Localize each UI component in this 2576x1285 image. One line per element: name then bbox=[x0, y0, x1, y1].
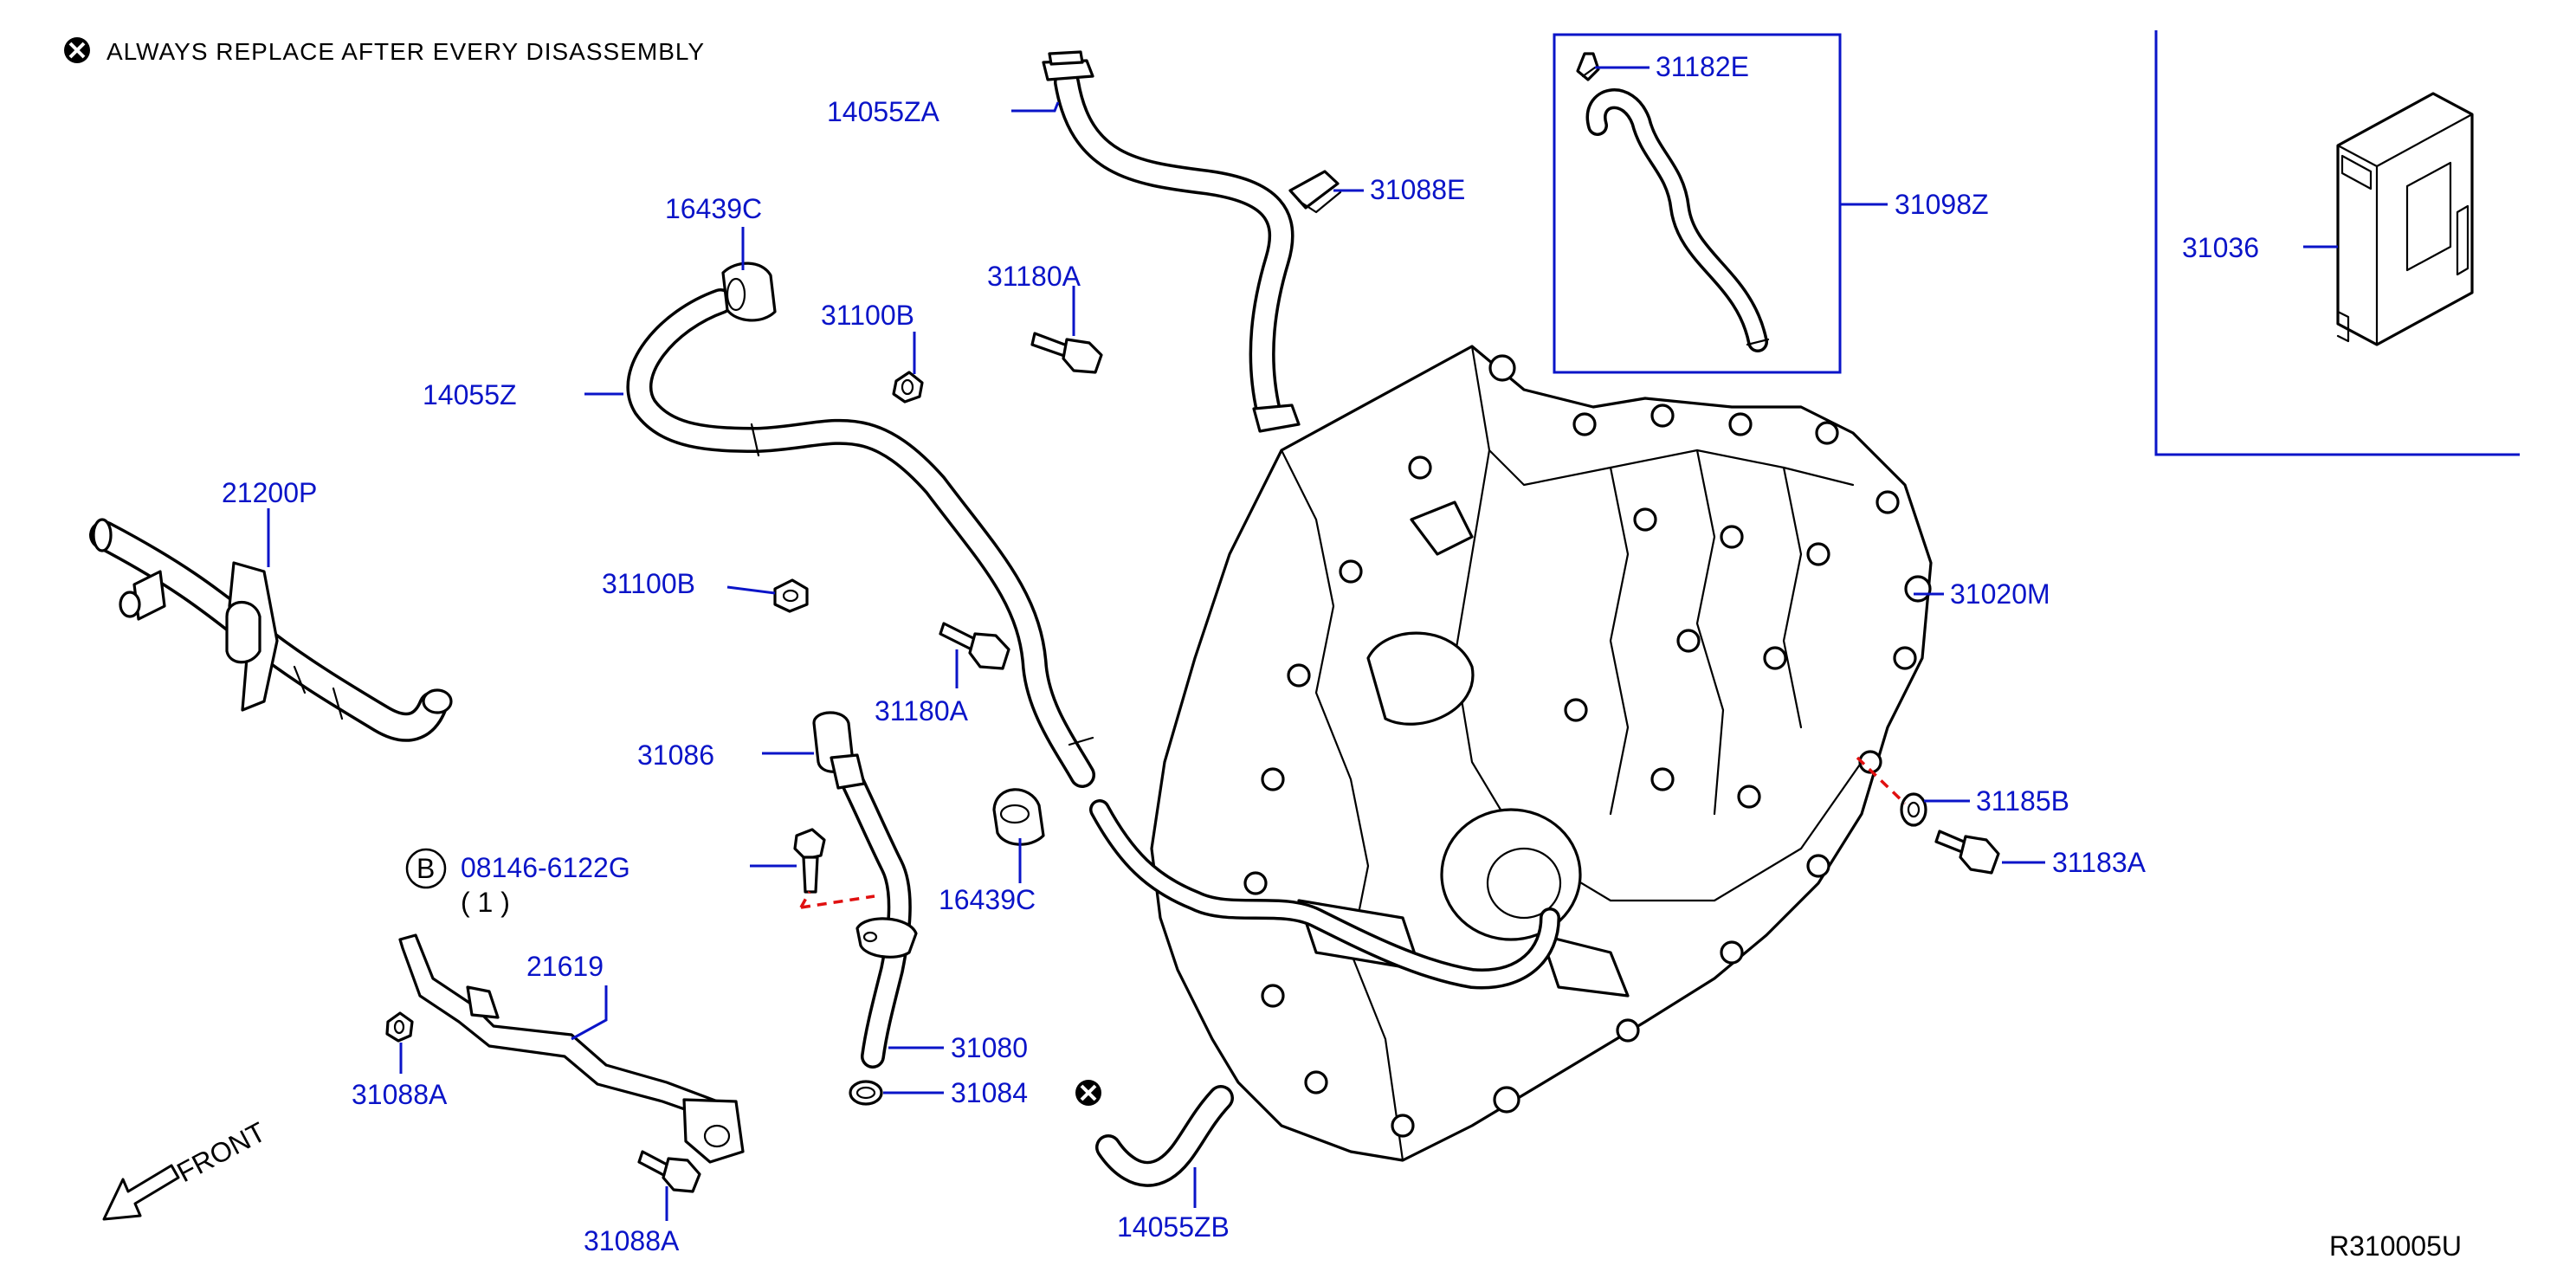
dipstick-31086 bbox=[812, 711, 918, 1069]
label-21200p: 21200P bbox=[222, 477, 317, 508]
label-31080: 31080 bbox=[951, 1032, 1028, 1063]
replace-note: ALWAYS REPLACE AFTER EVERY DISASSEMBLY bbox=[64, 37, 705, 65]
bolt-31180a-top bbox=[1030, 332, 1103, 374]
label-31100b-top: 31100B bbox=[821, 300, 914, 331]
dash-line-washer-case bbox=[1856, 756, 1907, 805]
hose-14055z bbox=[626, 288, 1095, 788]
nut-31100b-mid bbox=[773, 578, 809, 613]
label-31088a-bottom: 31088A bbox=[584, 1225, 680, 1256]
bolt-31183a bbox=[1934, 830, 2000, 875]
label-31100b-mid: 31100B bbox=[602, 568, 695, 599]
replace-note-text: ALWAYS REPLACE AFTER EVERY DISASSEMBLY bbox=[107, 38, 705, 65]
label-14055zb: 14055ZB bbox=[1117, 1211, 1230, 1243]
leader-lines bbox=[267, 66, 2338, 1221]
nut-31100b-top bbox=[892, 371, 924, 404]
hose-14055zb bbox=[1095, 1085, 1234, 1187]
assembly-frame-31098z bbox=[1553, 33, 1842, 374]
clip-31088e bbox=[1288, 170, 1342, 214]
label-14055z: 14055Z bbox=[423, 379, 517, 410]
bolt-31088a-bottom bbox=[637, 1150, 701, 1193]
control-unit-31036 bbox=[2336, 92, 2474, 346]
label-16439c-top: 16439C bbox=[665, 193, 762, 224]
bolt-08146-6122g bbox=[793, 828, 826, 894]
section-frame-31036 bbox=[2154, 30, 2520, 456]
replace-symbol-icon bbox=[1075, 1080, 1101, 1106]
label-31185b: 31185B bbox=[1976, 785, 2069, 817]
diagram-code: R310005U bbox=[2329, 1230, 2462, 1262]
grommet-16439c-top bbox=[721, 262, 777, 322]
fitting-21200p bbox=[89, 518, 453, 742]
oring-31084 bbox=[849, 1080, 883, 1106]
front-label: FRONT bbox=[171, 1116, 270, 1189]
label-31020m: 31020M bbox=[1950, 578, 2050, 610]
hose-31098z bbox=[1576, 52, 1770, 352]
washer-31185b bbox=[1900, 792, 1927, 827]
label-31036: 31036 bbox=[2182, 232, 2259, 263]
label-31180a-top: 31180A bbox=[987, 261, 1081, 292]
transaxle-bolt-heads bbox=[1243, 354, 1932, 1138]
front-arrow-icon: FRONT bbox=[102, 1116, 271, 1221]
label-31180a-mid: 31180A bbox=[875, 695, 969, 726]
label-16439c-mid: 16439C bbox=[939, 884, 1036, 915]
transaxle-31020m bbox=[1089, 345, 1933, 1162]
bolt-quantity: ( 1 ) bbox=[461, 887, 510, 918]
label-31088e: 31088E bbox=[1370, 174, 1465, 205]
dash-line-bolt-stem bbox=[799, 891, 811, 908]
label-21619: 21619 bbox=[526, 951, 604, 982]
nut-31088a-left bbox=[385, 1011, 414, 1043]
label-31098z: 31098Z bbox=[1895, 189, 1989, 220]
label-31182e: 31182E bbox=[1656, 51, 1749, 82]
label-08146-6122g: 08146-6122G bbox=[461, 852, 630, 883]
tube-21619 bbox=[398, 933, 745, 1164]
label-14055za: 14055ZA bbox=[827, 96, 940, 127]
label-31086: 31086 bbox=[637, 739, 714, 771]
bolt-badge: B bbox=[405, 848, 447, 889]
label-31084: 31084 bbox=[951, 1077, 1028, 1108]
dash-line-bolt-dipstick bbox=[800, 894, 875, 909]
label-31088a-left: 31088A bbox=[352, 1079, 448, 1110]
replace-symbol-icon bbox=[64, 37, 90, 63]
bolt-31180a-mid bbox=[939, 622, 1010, 670]
hose-14055za bbox=[1042, 50, 1301, 433]
clip-31182e bbox=[1576, 52, 1600, 81]
label-31183a: 31183A bbox=[2052, 847, 2147, 878]
grommet-16439c-mid bbox=[992, 788, 1045, 846]
bolt-badge-letter: B bbox=[416, 853, 435, 884]
